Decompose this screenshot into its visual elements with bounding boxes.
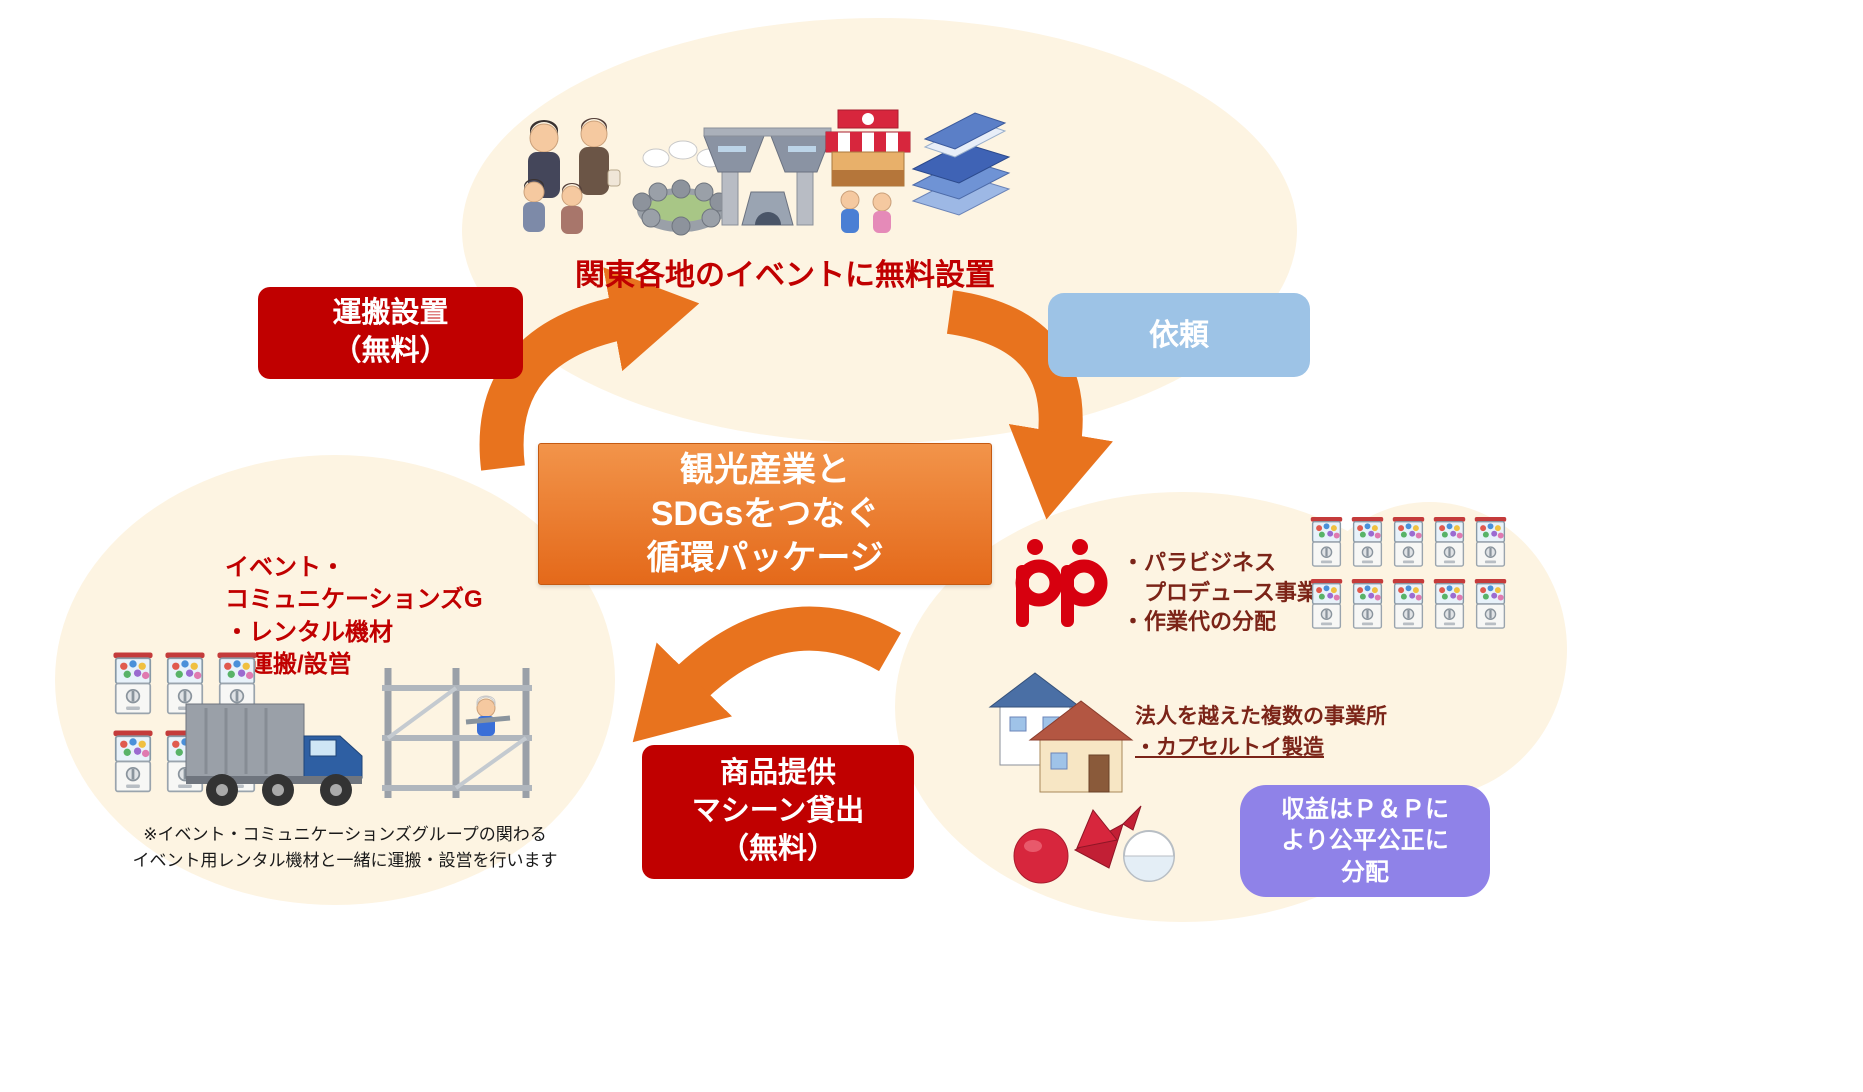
supply-box: 商品提供 マシーン貸出 （無料）	[642, 745, 914, 879]
pp-items: ・パラビジネス プロデュース事業 ・作業代の分配	[1122, 550, 1319, 635]
scaffold-illustration	[378, 660, 538, 805]
exhibition-hall-illustration	[700, 112, 835, 237]
left-cluster-title: イベント・ コミュニケーションズG ・レンタル機材 ・運搬/設営	[225, 554, 483, 679]
center-package-box: 観光産業と SDGsをつなぐ 循環パッケージ	[538, 443, 992, 585]
pp-logo	[1005, 535, 1110, 630]
event-equipment-illustration	[905, 105, 1015, 230]
transport-box: 運搬設置 （無料）	[258, 287, 523, 379]
capsule-toy-link[interactable]: ・カプセルトイ製造	[1135, 736, 1324, 760]
right-subtitle: 法人を越えた複数の事業所	[1135, 705, 1387, 728]
request-box: 依頼	[1048, 293, 1310, 377]
capsule-machines-right	[1308, 515, 1508, 665]
right-subtitle-block: 法人を越えた複数の事業所 ・カプセルトイ製造	[1135, 702, 1435, 761]
onsen-illustration	[628, 140, 733, 240]
family-illustration	[512, 112, 637, 237]
top-heading: 関東各地のイベントに無料設置	[575, 259, 995, 292]
profit-box: 収益はＰ＆Ｐに より公平公正に 分配	[1240, 785, 1490, 897]
crafts-illustration	[1005, 772, 1180, 890]
left-cluster-note: ※イベント・コミュニケーションズグループの関わる イベント用レンタル機材と一緒に…	[132, 825, 558, 870]
arrow-to-eventcom	[632, 606, 901, 743]
houses-illustration	[985, 655, 1135, 800]
festival-stall-illustration	[818, 108, 918, 238]
truck-illustration	[180, 690, 375, 815]
